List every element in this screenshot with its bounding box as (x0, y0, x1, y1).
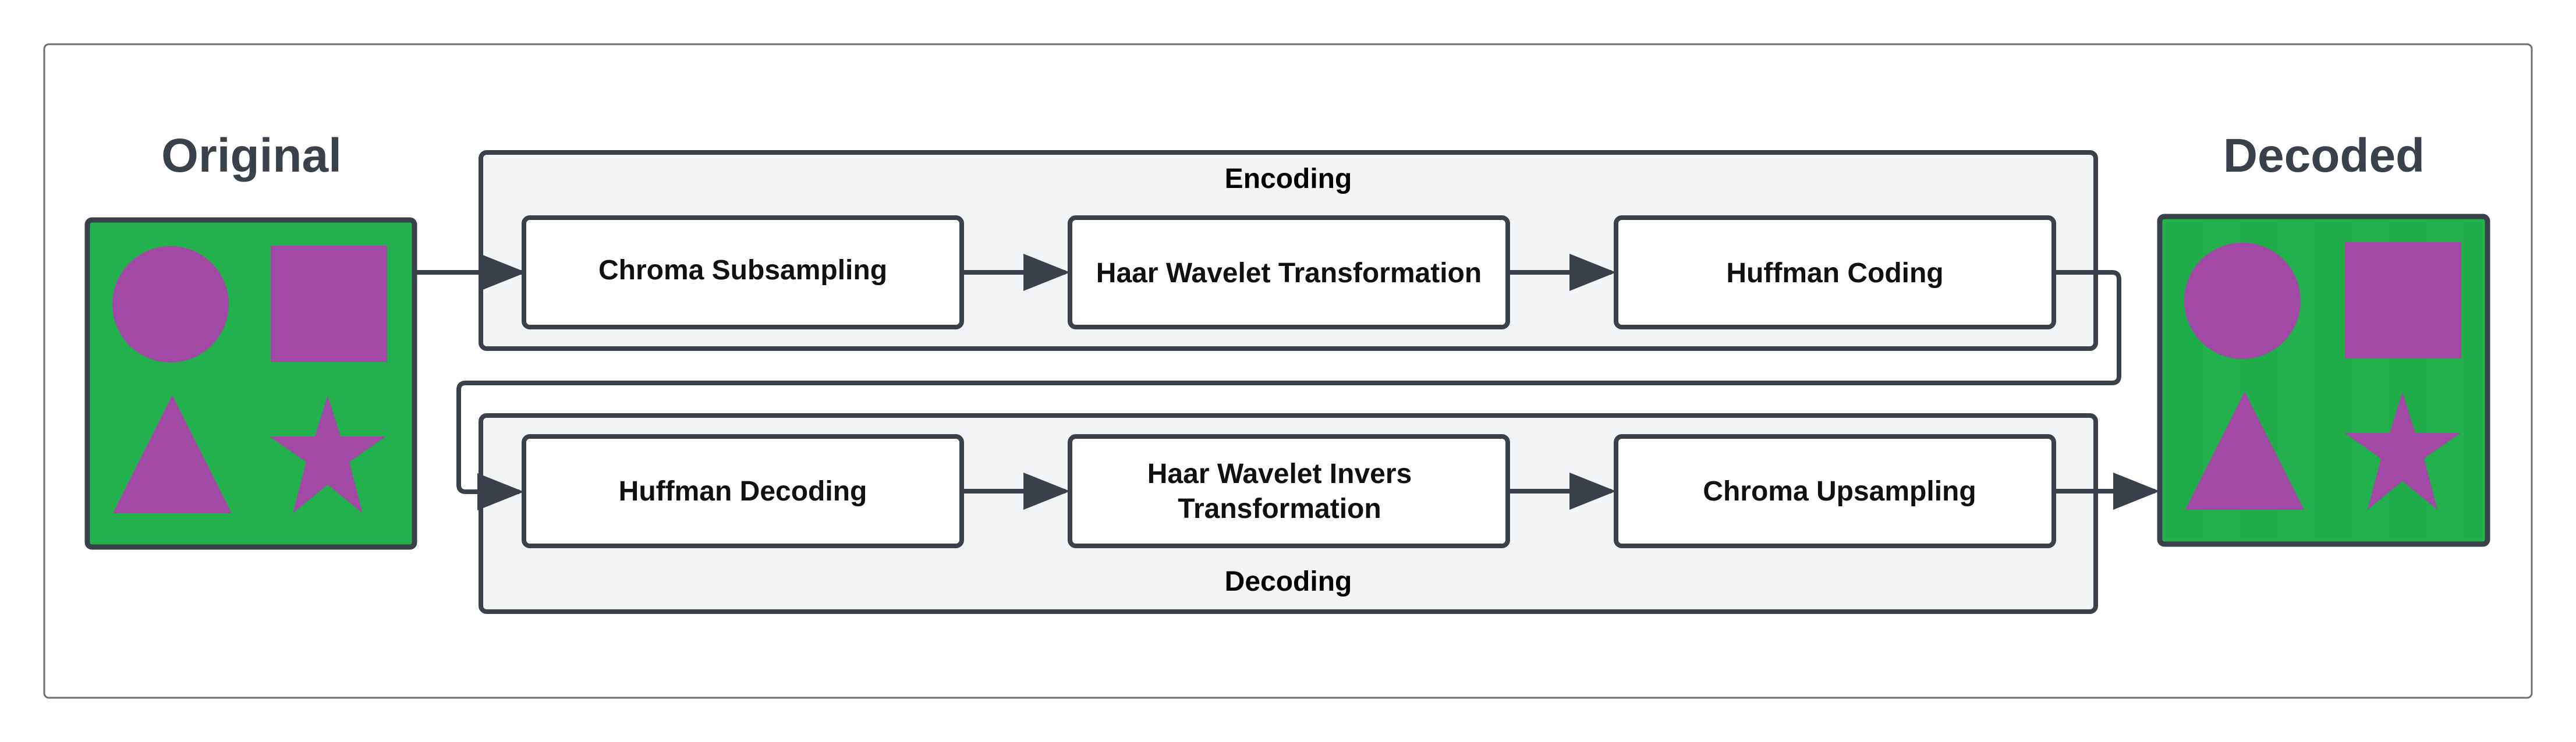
decoded-triangle-shape (2185, 392, 2304, 510)
original-circle-shape (112, 246, 229, 363)
chroma-subsampling-label: Chroma Subsampling (598, 255, 887, 286)
huffman-decoding-node: Huffman Decoding (522, 434, 964, 548)
decoded-title: Decoded (2223, 129, 2425, 182)
decoded-image (2157, 214, 2490, 547)
original-square-shape (271, 246, 387, 362)
huffman-coding-label: Huffman Coding (1726, 258, 1943, 289)
decoded-star-shape (2344, 392, 2461, 510)
huffman-coding-node: Huffman Coding (1614, 215, 2056, 329)
original-image (84, 217, 417, 550)
chroma-upsampling-node: Chroma Upsampling (1614, 434, 2056, 548)
haar-wavelet-inverse-label-line-2: Transformation (1178, 494, 1381, 524)
haar-wavelet-inverse-transformation-node: Haar Wavelet Invers Transformation (1068, 434, 1510, 548)
chroma-subsampling-node: Chroma Subsampling (522, 215, 964, 329)
decoded-circle-shape (2184, 243, 2301, 359)
encoding-group-label: Encoding (1225, 164, 1352, 194)
haar-wavelet-inverse-label-line-1: Haar Wavelet Invers (1147, 459, 1412, 489)
decoding-group-label: Decoding (1225, 566, 1352, 597)
arrow-huffman-coding-to-huffman-decoding (456, 270, 2121, 510)
decoded-square-shape (2345, 242, 2461, 358)
haar-wavelet-transformation-label: Haar Wavelet Transformation (1096, 258, 1482, 289)
original-title: Original (161, 129, 342, 182)
original-triangle-shape (113, 395, 232, 513)
chroma-upsampling-label: Chroma Upsampling (1703, 476, 1976, 507)
haar-wavelet-transformation-node: Haar Wavelet Transformation (1068, 215, 1510, 329)
original-star-shape (270, 396, 386, 513)
huffman-decoding-label: Huffman Decoding (619, 476, 867, 507)
